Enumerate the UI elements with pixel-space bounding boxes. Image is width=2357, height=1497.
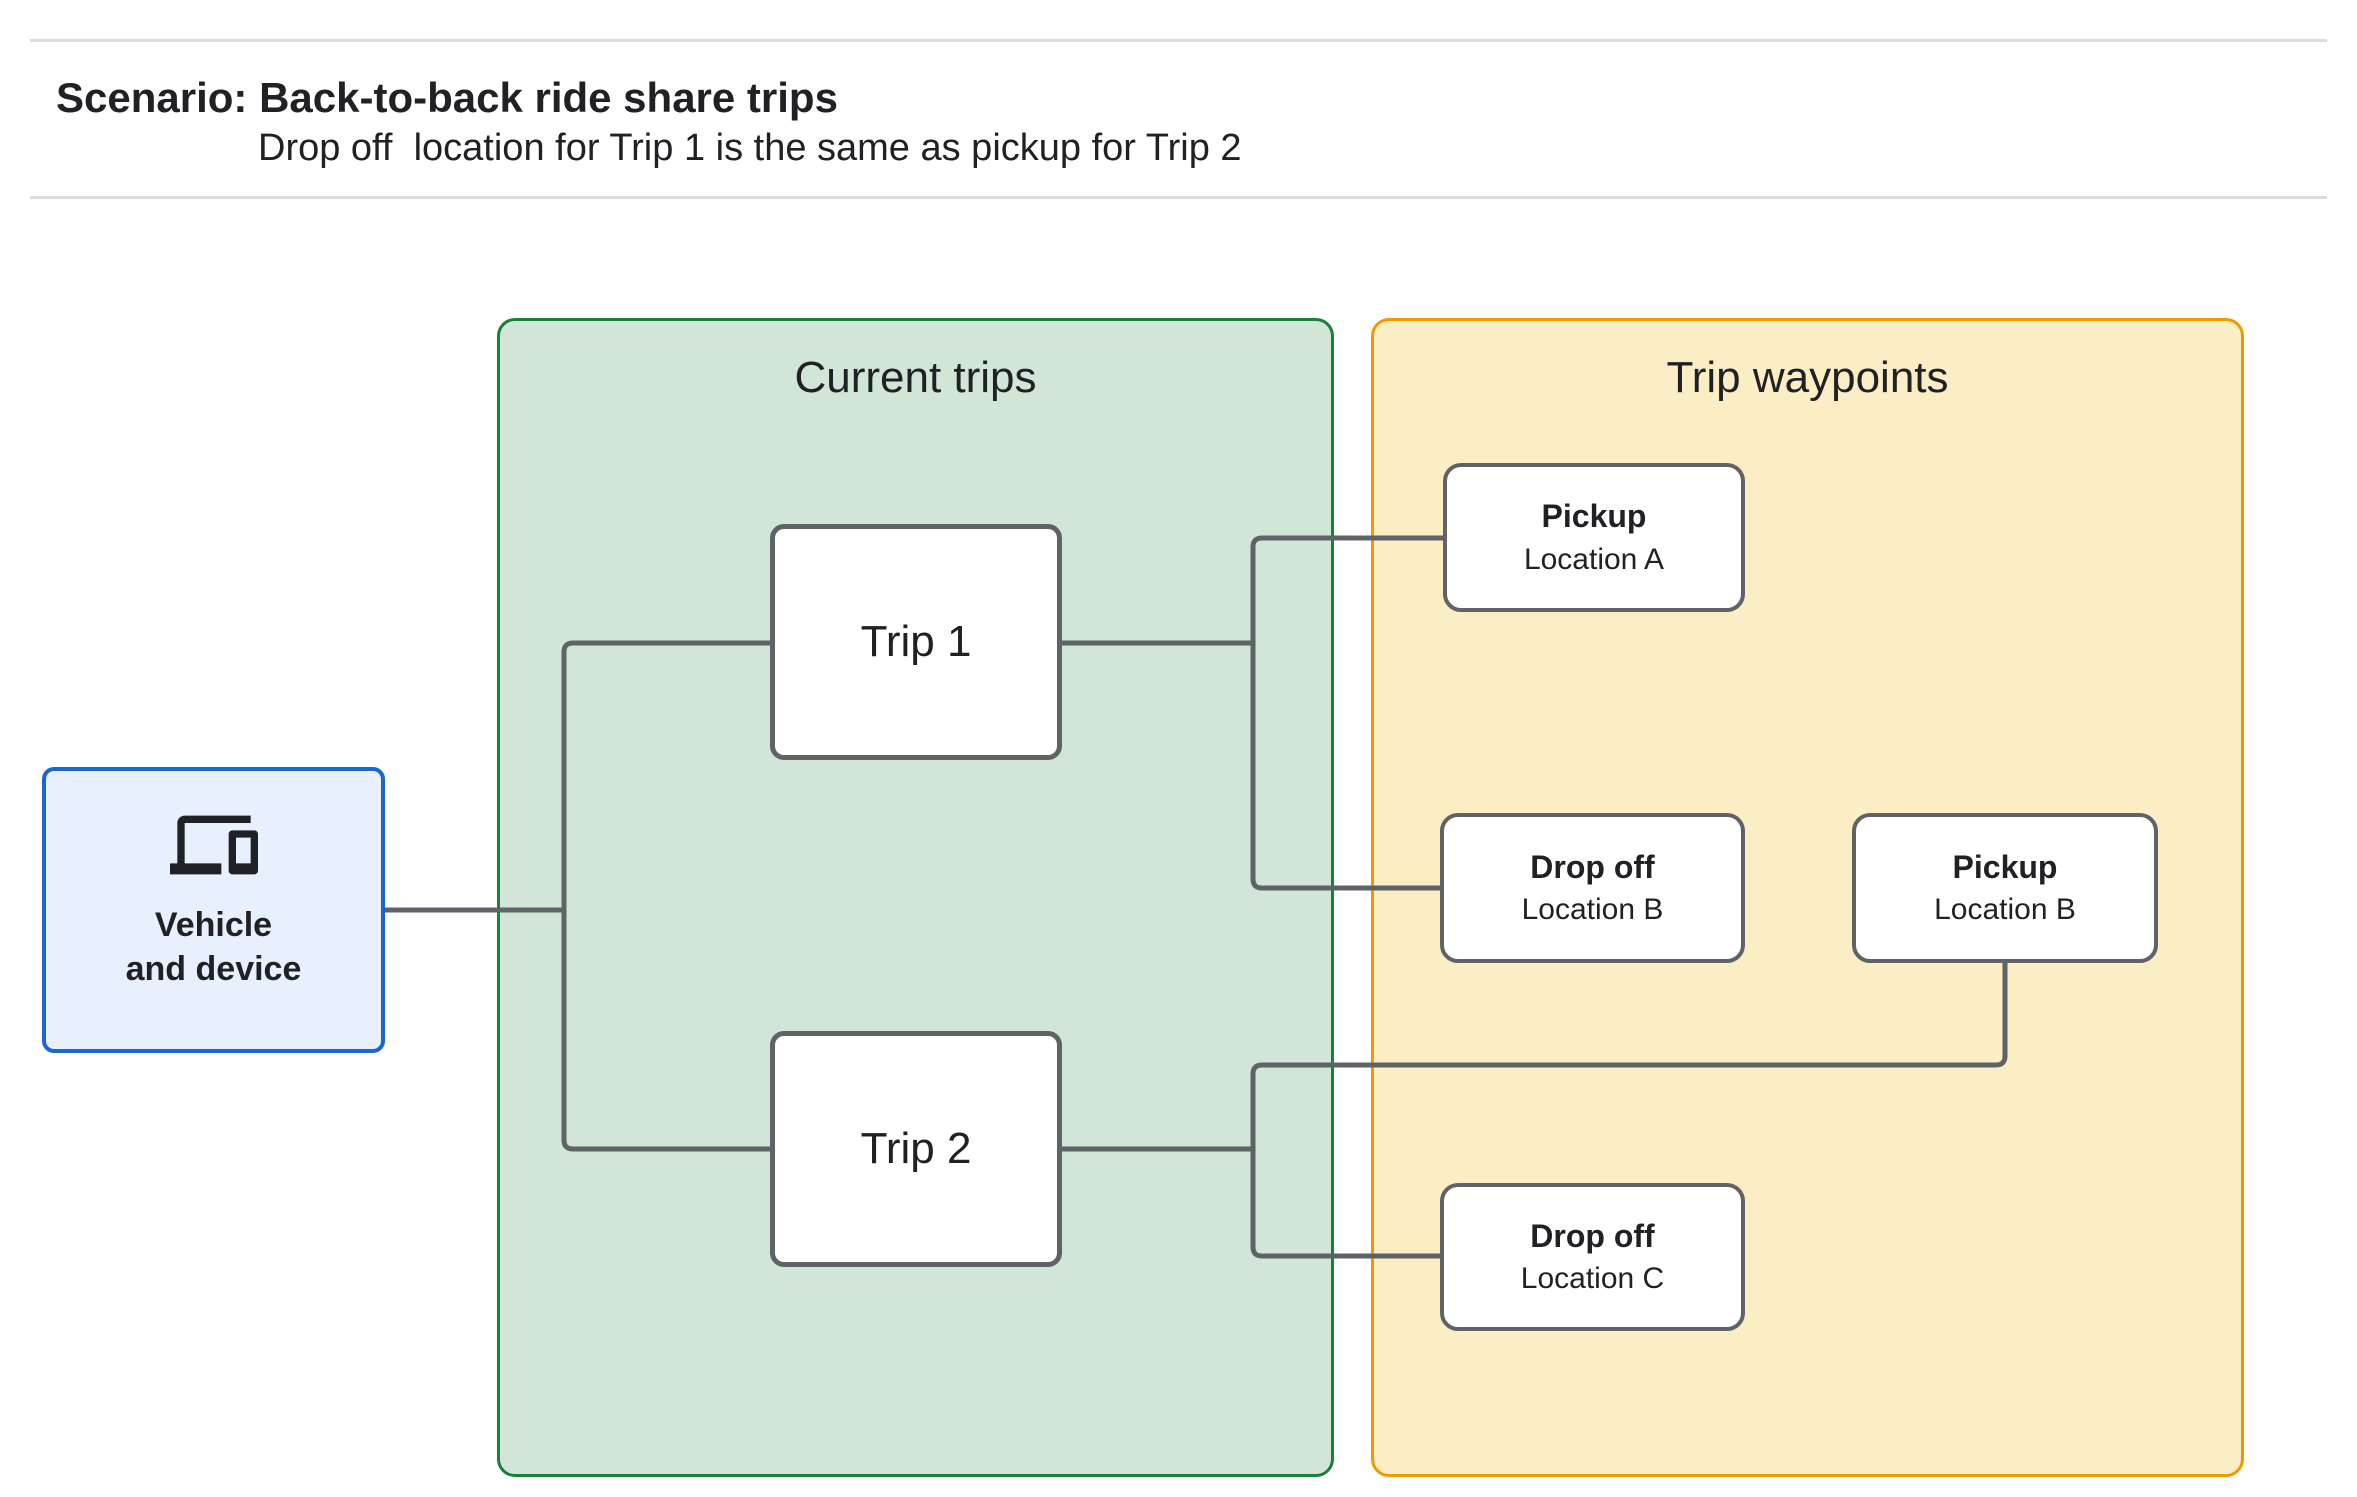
header-divider — [30, 196, 2327, 199]
dropoff-location-b-node: Drop off Location B — [1440, 813, 1745, 963]
devices-icon — [169, 815, 258, 875]
trip-2-node: Trip 2 — [770, 1031, 1062, 1267]
waypoint-subtitle: Location A — [1523, 542, 1665, 576]
waypoint-title: Pickup — [1952, 848, 2058, 885]
vehicle-label: Vehicle and device — [126, 903, 302, 991]
trip-1-node: Trip 1 — [770, 524, 1062, 760]
top-divider — [30, 39, 2327, 42]
scenario-title: Scenario: Back-to-back ride share trips — [56, 74, 838, 121]
trip-1-label: Trip 1 — [860, 617, 972, 666]
scenario-subtitle: Drop off location for Trip 1 is the same… — [258, 127, 1242, 169]
pickup-location-b-node: Pickup Location B — [1852, 813, 2158, 963]
vehicle-label-line1: Vehicle — [154, 906, 273, 944]
waypoint-subtitle: Location B — [1521, 893, 1664, 927]
dropoff-location-c-node: Drop off Location C — [1440, 1183, 1745, 1331]
trip-waypoints-group-title: Trip waypoints — [1666, 353, 1949, 402]
waypoint-title: Drop off — [1530, 848, 1655, 885]
vehicle-label-line2: and device — [125, 950, 302, 989]
waypoint-title: Drop off — [1530, 1217, 1655, 1254]
pickup-location-a-node: Pickup Location A — [1443, 463, 1745, 612]
waypoint-title: Pickup — [1541, 498, 1647, 535]
vehicle-node: Vehicle and device — [42, 767, 385, 1053]
waypoint-subtitle: Location C — [1520, 1262, 1665, 1296]
trip-2-label: Trip 2 — [860, 1124, 972, 1173]
waypoint-subtitle: Location B — [1934, 893, 2076, 927]
current-trips-group: Current trips — [497, 318, 1334, 1477]
current-trips-group-title: Current trips — [794, 353, 1037, 402]
